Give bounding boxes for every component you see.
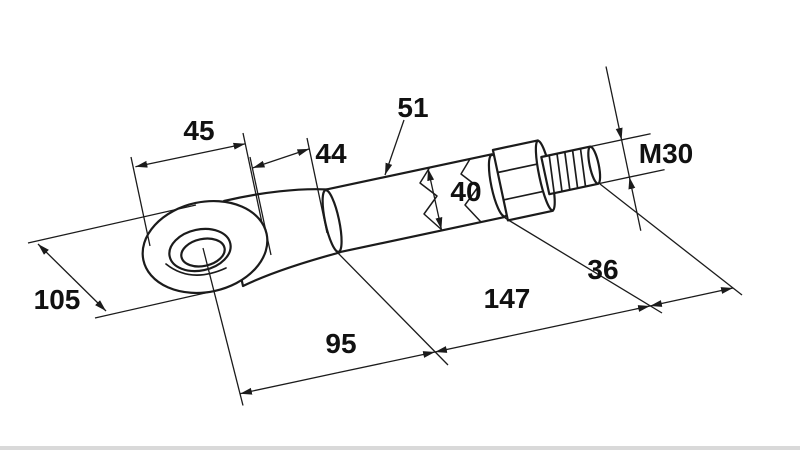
- part-outline: [141, 139, 602, 295]
- eye-hole-inner: [180, 237, 226, 268]
- hex-facet-line: [502, 189, 550, 201]
- thread-line: [579, 147, 587, 188]
- dim-147-label: 147: [484, 283, 531, 314]
- extension-line: [562, 133, 651, 154]
- dimension-line-95: [337, 351, 436, 374]
- extension-line: [504, 217, 663, 314]
- eye-hole-depth-arc: [165, 263, 227, 276]
- dimension-line: [620, 139, 631, 178]
- dimension-line: [427, 168, 436, 200]
- extension-line: [306, 137, 328, 234]
- dimension-105: 105: [27, 204, 215, 319]
- dimension-line: [628, 176, 642, 231]
- extension-line: [599, 183, 743, 296]
- dimension-line: [280, 148, 310, 160]
- dimension-line: [252, 157, 282, 169]
- extension-line: [249, 156, 272, 256]
- break-line: [419, 166, 443, 231]
- hex-facet-line: [496, 162, 544, 174]
- extension-line: [570, 168, 665, 191]
- dim-105-label: 105: [34, 284, 81, 315]
- dim-51-label: 51: [397, 92, 428, 123]
- extension-line: [27, 204, 197, 244]
- break-line: [460, 158, 482, 223]
- dimension-44: 44: [249, 137, 347, 256]
- extension-line: [242, 132, 263, 224]
- dimension-line-147: [434, 328, 543, 353]
- thread-line: [563, 151, 571, 191]
- dimension-line: [605, 66, 623, 141]
- dimension-51: 51: [384, 92, 429, 176]
- extension-line: [334, 249, 449, 366]
- dimension-line-147: [542, 305, 651, 330]
- dim-m30-label: M30: [639, 138, 693, 169]
- dimension-line-95: [239, 372, 338, 395]
- dimension-chain-bottom: 95 147 36: [202, 183, 743, 406]
- dimension-45: 45: [130, 115, 263, 247]
- dimension-line: [135, 154, 191, 168]
- dim-36-label: 36: [587, 254, 618, 285]
- dimension-line: [190, 142, 246, 156]
- dimension-line-36: [691, 287, 734, 298]
- thread-line: [556, 152, 563, 193]
- dimension-line-36: [649, 296, 692, 307]
- dimension-line: [37, 243, 73, 278]
- leader-line: [384, 119, 405, 176]
- image-bottom-artifact: [0, 446, 800, 450]
- dimension-line: [434, 198, 443, 230]
- dimension-40: 40: [427, 168, 482, 230]
- thread-line: [548, 154, 556, 195]
- dim-40-label: 40: [450, 176, 481, 207]
- dimension-line: [71, 277, 107, 312]
- dim-95-label: 95: [325, 328, 356, 359]
- dim-44-label: 44: [315, 138, 347, 169]
- extension-line: [130, 156, 151, 247]
- thread-line: [571, 149, 579, 190]
- extension-line: [94, 290, 215, 319]
- extension-line: [202, 247, 244, 406]
- dim-45-label: 45: [183, 115, 214, 146]
- dimension-m30: M30: [562, 66, 693, 231]
